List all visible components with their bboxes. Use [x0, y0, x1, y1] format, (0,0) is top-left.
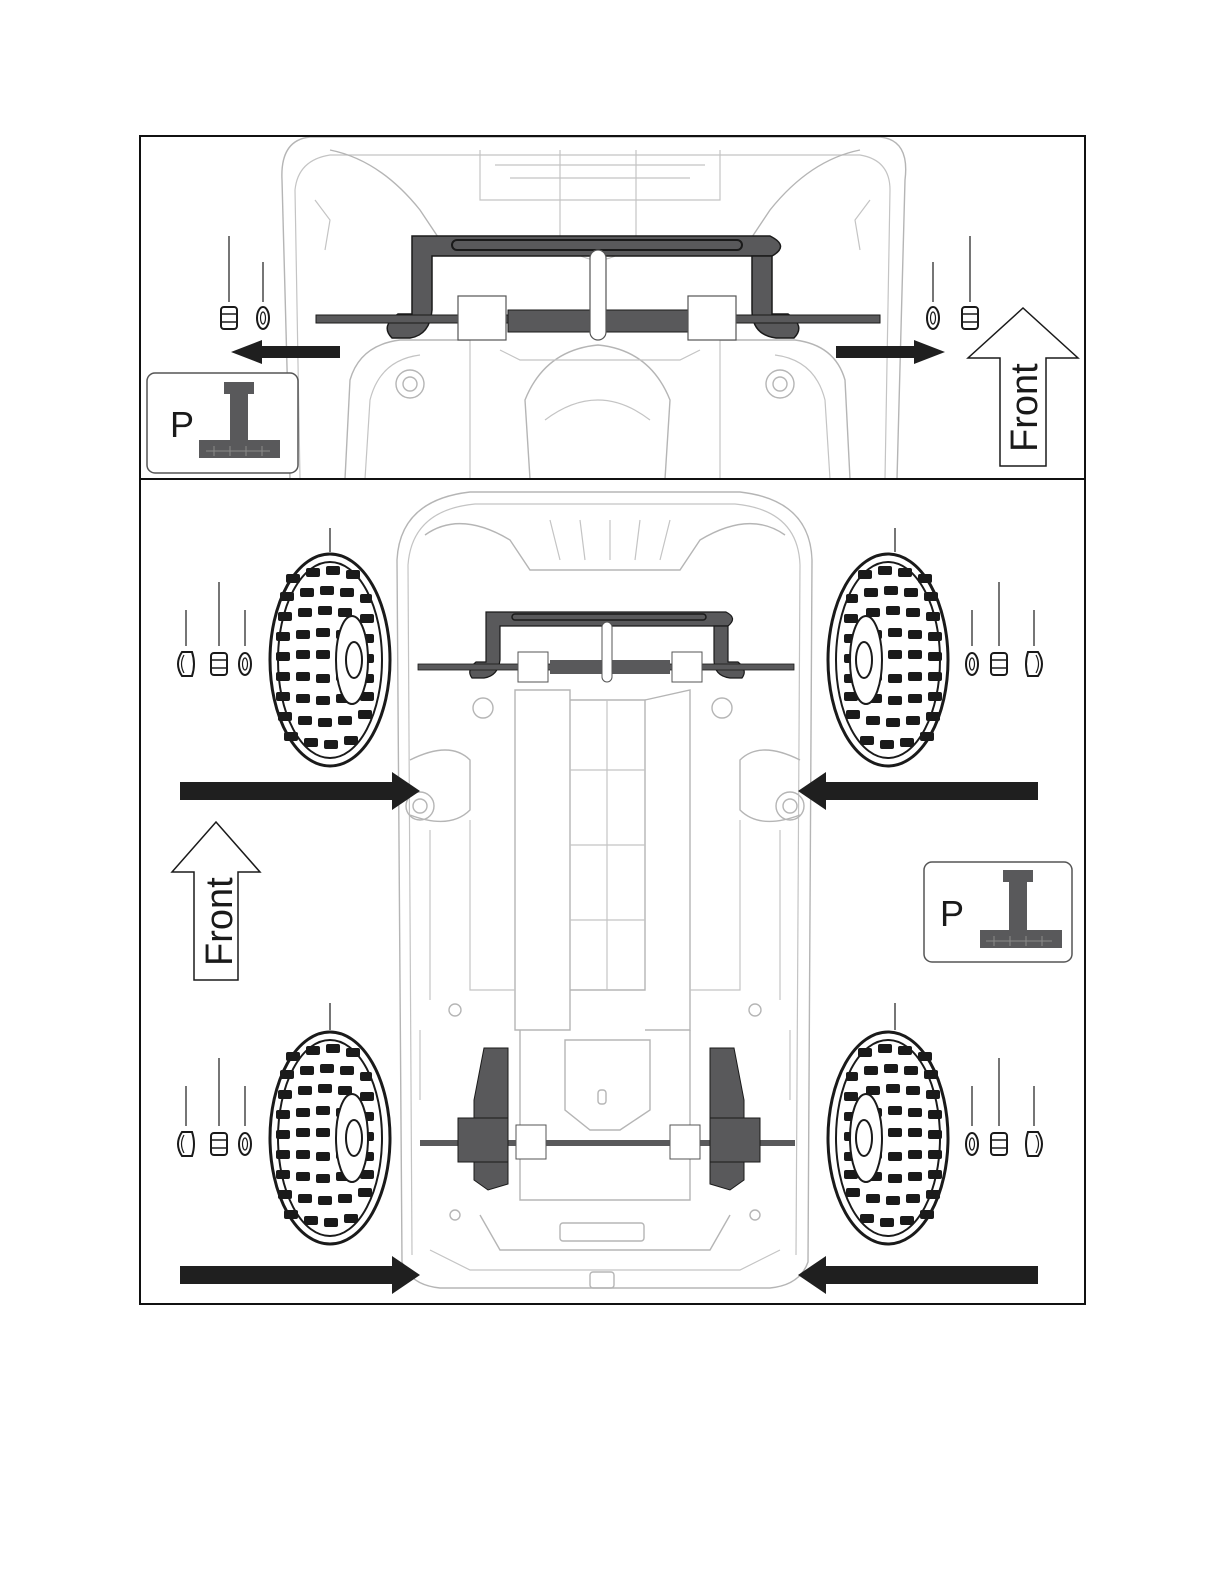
- washer-icon: [966, 653, 978, 675]
- arrow-left-icon: [231, 340, 340, 364]
- hub-cap-icon: [178, 652, 194, 676]
- washer-icon: [927, 307, 939, 329]
- arrow-right-icon: [180, 772, 420, 810]
- bottom-panel: Front P: [172, 492, 1072, 1294]
- rear-axle-assembly: [420, 1048, 795, 1190]
- arrow-left-icon: [798, 772, 1038, 810]
- arrow-left-icon: [798, 1256, 1038, 1294]
- nut-icon: [211, 1133, 227, 1155]
- hardware-rear-left: [178, 1058, 251, 1156]
- front-label: Front: [1004, 363, 1046, 452]
- part-callout-box: P: [147, 373, 298, 473]
- arrow-right-icon: [180, 1256, 420, 1294]
- top-steering-assembly: [316, 236, 880, 340]
- hub-cap-icon: [1026, 652, 1042, 676]
- nut-icon: [962, 307, 978, 329]
- nut-icon: [221, 307, 237, 329]
- tire-rear-left-icon: [270, 1032, 390, 1244]
- tire-front-left-icon: [270, 554, 390, 766]
- hardware-front-right: [966, 582, 1042, 676]
- tire-front-right-icon: [828, 554, 948, 766]
- arrow-right-icon: [836, 340, 945, 364]
- hardware-front-left: [178, 582, 251, 676]
- part-label: P: [940, 893, 964, 934]
- hub-cap-icon: [1026, 1132, 1042, 1156]
- front-label: Front: [199, 877, 241, 966]
- hardware-rear-right: [966, 1058, 1042, 1156]
- top-panel: P Front: [147, 137, 1078, 479]
- hub-cap-icon: [178, 1132, 194, 1156]
- top-hardware-right: [927, 236, 978, 329]
- washer-icon: [966, 1133, 978, 1155]
- nut-icon: [211, 653, 227, 675]
- part-label: P: [170, 404, 194, 445]
- washer-icon: [239, 653, 251, 675]
- nut-icon: [991, 653, 1007, 675]
- washer-icon: [239, 1133, 251, 1155]
- front-arrow-icon: Front: [968, 308, 1078, 466]
- nut-icon: [991, 1133, 1007, 1155]
- tire-rear-right-icon: [828, 1032, 948, 1244]
- top-hardware-left: [221, 236, 269, 329]
- washer-icon: [257, 307, 269, 329]
- bottom-steering-assembly: [418, 612, 794, 682]
- front-arrow-icon: Front: [172, 822, 260, 980]
- part-callout-box: P: [924, 862, 1072, 962]
